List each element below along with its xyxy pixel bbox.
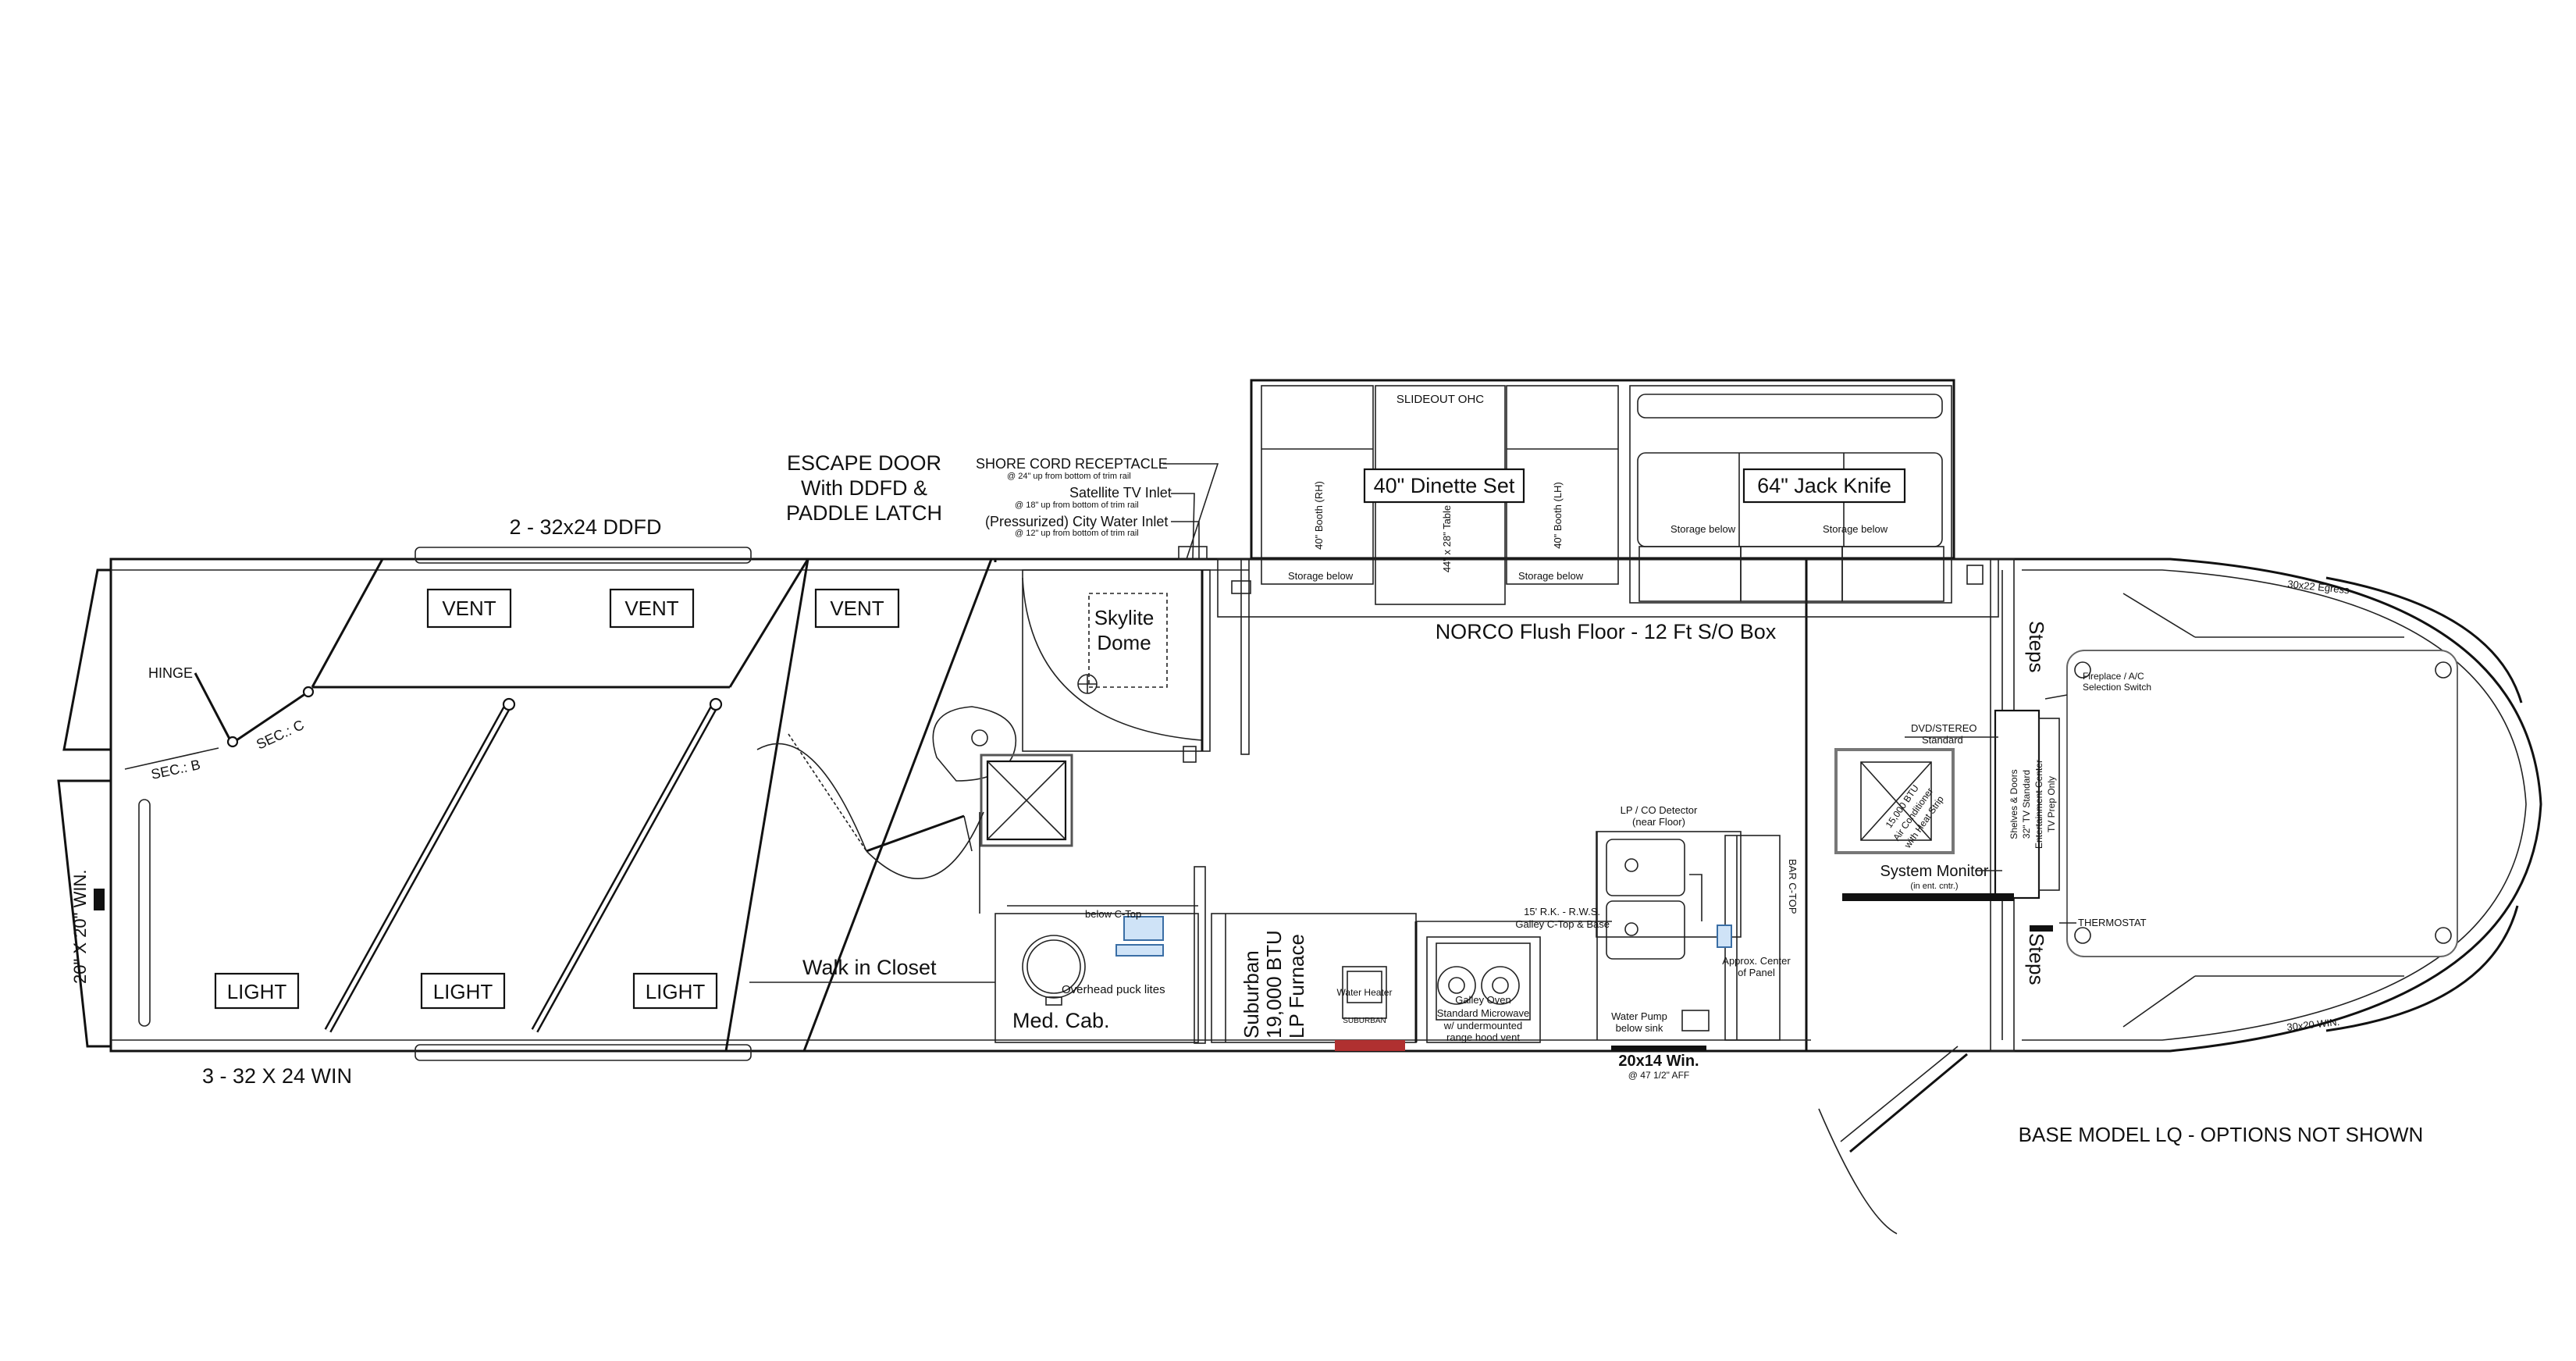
water-pump-label-1: Water Pump <box>1611 1010 1667 1022</box>
storage-below-label: Storage below <box>1518 570 1584 582</box>
microwave-label-1: Standard Microwave <box>1437 1007 1530 1019</box>
system-monitor-label: System Monitor <box>1880 863 1989 880</box>
booth-lh-label: 40" Booth (LH) <box>1552 482 1564 549</box>
slideout <box>1183 379 1999 763</box>
shore-cord-label: SHORE CORD RECEPTACLE <box>976 456 1168 472</box>
fireplace-label-2: Selection Switch <box>2083 682 2151 693</box>
roof-vent: VENT <box>609 588 695 629</box>
window-30x20-label: 30x20 WIN. <box>2286 1016 2340 1033</box>
top-window <box>415 547 752 564</box>
fireplace-label-1: Fireplace / A/C <box>2083 671 2144 682</box>
stall-light: LIGHT <box>420 972 506 1010</box>
galley-ctop-label: Galley C-Top & Base <box>1515 918 1610 930</box>
walk-in-closet-label: Walk in Closet <box>802 956 937 979</box>
ent-center-label: Entertainment Center <box>2033 760 2044 849</box>
stall-light: LIGHT <box>632 972 718 1010</box>
storage-below-label: Storage below <box>1823 523 1888 535</box>
horse-stalls <box>124 558 809 1052</box>
lp-co-label-2: (near Floor) <box>1632 816 1685 828</box>
hinge-label: HINGE <box>148 665 193 681</box>
jack-knife-label: 64" Jack Knife <box>1757 474 1891 497</box>
bottom-window <box>415 1044 752 1061</box>
storage-below-label: Storage below <box>1288 570 1354 582</box>
galley <box>1211 831 1781 1051</box>
window-20x14-label: 20x14 Win. <box>1618 1053 1699 1070</box>
thermostat-label: THERMOSTAT <box>2078 917 2147 928</box>
steps-label: Steps <box>2025 933 2048 985</box>
skylite-label-1: Skylite <box>1094 606 1155 629</box>
med-cab-label: Med. Cab. <box>1012 1009 1110 1032</box>
slideout-ohc-label: SLIDEOUT OHC <box>1397 393 1484 406</box>
escape-door-label-1: ESCAPE DOOR <box>787 451 941 475</box>
dinette-label: 40" Dinette Set <box>1374 474 1515 497</box>
sec-b-label: SEC.: B <box>150 757 202 782</box>
top-window-label: 2 - 32x24 DDFD <box>509 515 661 539</box>
svg-text:LIGHT: LIGHT <box>227 980 287 1003</box>
window-20x14-note: @ 47 1/2" AFF <box>1628 1070 1689 1081</box>
norco-floor-label: NORCO Flush Floor - 12 Ft S/O Box <box>1436 620 1777 643</box>
escape-door-label-2: With DDFD & <box>801 476 927 500</box>
dvd-label-1: DVD/STEREO <box>1911 722 1977 734</box>
furnace-label-2: 19,000 BTU <box>1262 930 1286 1039</box>
ac-unit: 15,000 BTU Air Conditioner with Heat Str… <box>1834 748 1955 854</box>
escape-door-label-3: PADDLE LATCH <box>786 501 942 525</box>
svg-text:VENT: VENT <box>624 597 678 620</box>
microwave-label-2: w/ undermounted <box>1443 1020 1522 1031</box>
steps-label: Steps <box>2025 621 2048 673</box>
storage-below-label: Storage below <box>1670 523 1736 535</box>
panel-label-2: of Panel <box>1738 967 1775 978</box>
bottom-window-label: 3 - 32 X 24 WIN <box>202 1064 352 1088</box>
overhead-puck-label: Overhead puck lites <box>1062 983 1165 996</box>
bathroom <box>756 558 1211 1052</box>
tv-prep-label: TV Prep Only <box>2046 776 2057 832</box>
satellite-label: Satellite TV Inlet <box>1069 485 1172 501</box>
stall-divider <box>324 697 516 1033</box>
svg-text:LIGHT: LIGHT <box>433 980 493 1003</box>
skylite-label-2: Dome <box>1097 631 1151 654</box>
roof-vent: VENT <box>426 588 512 629</box>
front-window-label: 20" X 20" WIN. <box>70 870 90 984</box>
utility-inlets: SHORE CORD RECEPTACLE @ 24" up from bott… <box>976 456 1219 560</box>
furnace-label-3: LP Furnace <box>1285 934 1308 1039</box>
below-ctop-label: below C-Top <box>1085 908 1141 920</box>
rk-rws-label: 15' R.K. - R.W.S. <box>1524 906 1600 917</box>
city-water-note: @ 12" up from bottom of trim rail <box>1015 529 1139 538</box>
satellite-note: @ 18" up from bottom of trim rail <box>1015 501 1139 510</box>
panel-label-1: Approx. Center <box>1722 955 1791 967</box>
tv-32-label: 32" TV Standard <box>2021 770 2032 839</box>
city-water-label: (Pressurized) City Water Inlet <box>985 514 1168 529</box>
entry-door <box>1818 1046 1968 1235</box>
base-model-note: BASE MODEL LQ - OPTIONS NOT SHOWN <box>2019 1123 2424 1146</box>
suburban-small-label: SUBURBAN <box>1343 1017 1386 1025</box>
stall-divider <box>531 697 723 1033</box>
table-label: 44" x 28" Table <box>1441 505 1453 572</box>
shore-cord-note: @ 24" up from bottom of trim rail <box>1007 472 1131 481</box>
svg-text:VENT: VENT <box>442 597 496 620</box>
furnace-label-1: Suburban <box>1240 950 1263 1039</box>
booth-rh-label: 40" Booth (RH) <box>1313 481 1325 550</box>
microwave-label-3: range hood vent <box>1446 1031 1520 1043</box>
galley-oven-label: Galley Oven <box>1455 994 1511 1006</box>
vanity <box>994 866 1206 1044</box>
svg-text:LIGHT: LIGHT <box>646 980 706 1003</box>
roof-vent: VENT <box>814 588 900 629</box>
water-pump-label-2: below sink <box>1616 1022 1663 1034</box>
water-heater-label: Water Heater <box>1337 987 1393 998</box>
system-monitor-note: (in ent. cntr.) <box>1910 882 1958 891</box>
dvd-label-2: Standard <box>1922 734 1963 746</box>
bar-ctop-label: BAR C-TOP <box>1787 859 1799 914</box>
shelves-label: Shelves & Doors <box>2008 769 2019 839</box>
lp-co-label-1: LP / CO Detector <box>1621 804 1698 816</box>
svg-text:VENT: VENT <box>830 597 884 620</box>
gooseneck-steps <box>1842 558 2523 1052</box>
stall-light: LIGHT <box>214 972 300 1010</box>
